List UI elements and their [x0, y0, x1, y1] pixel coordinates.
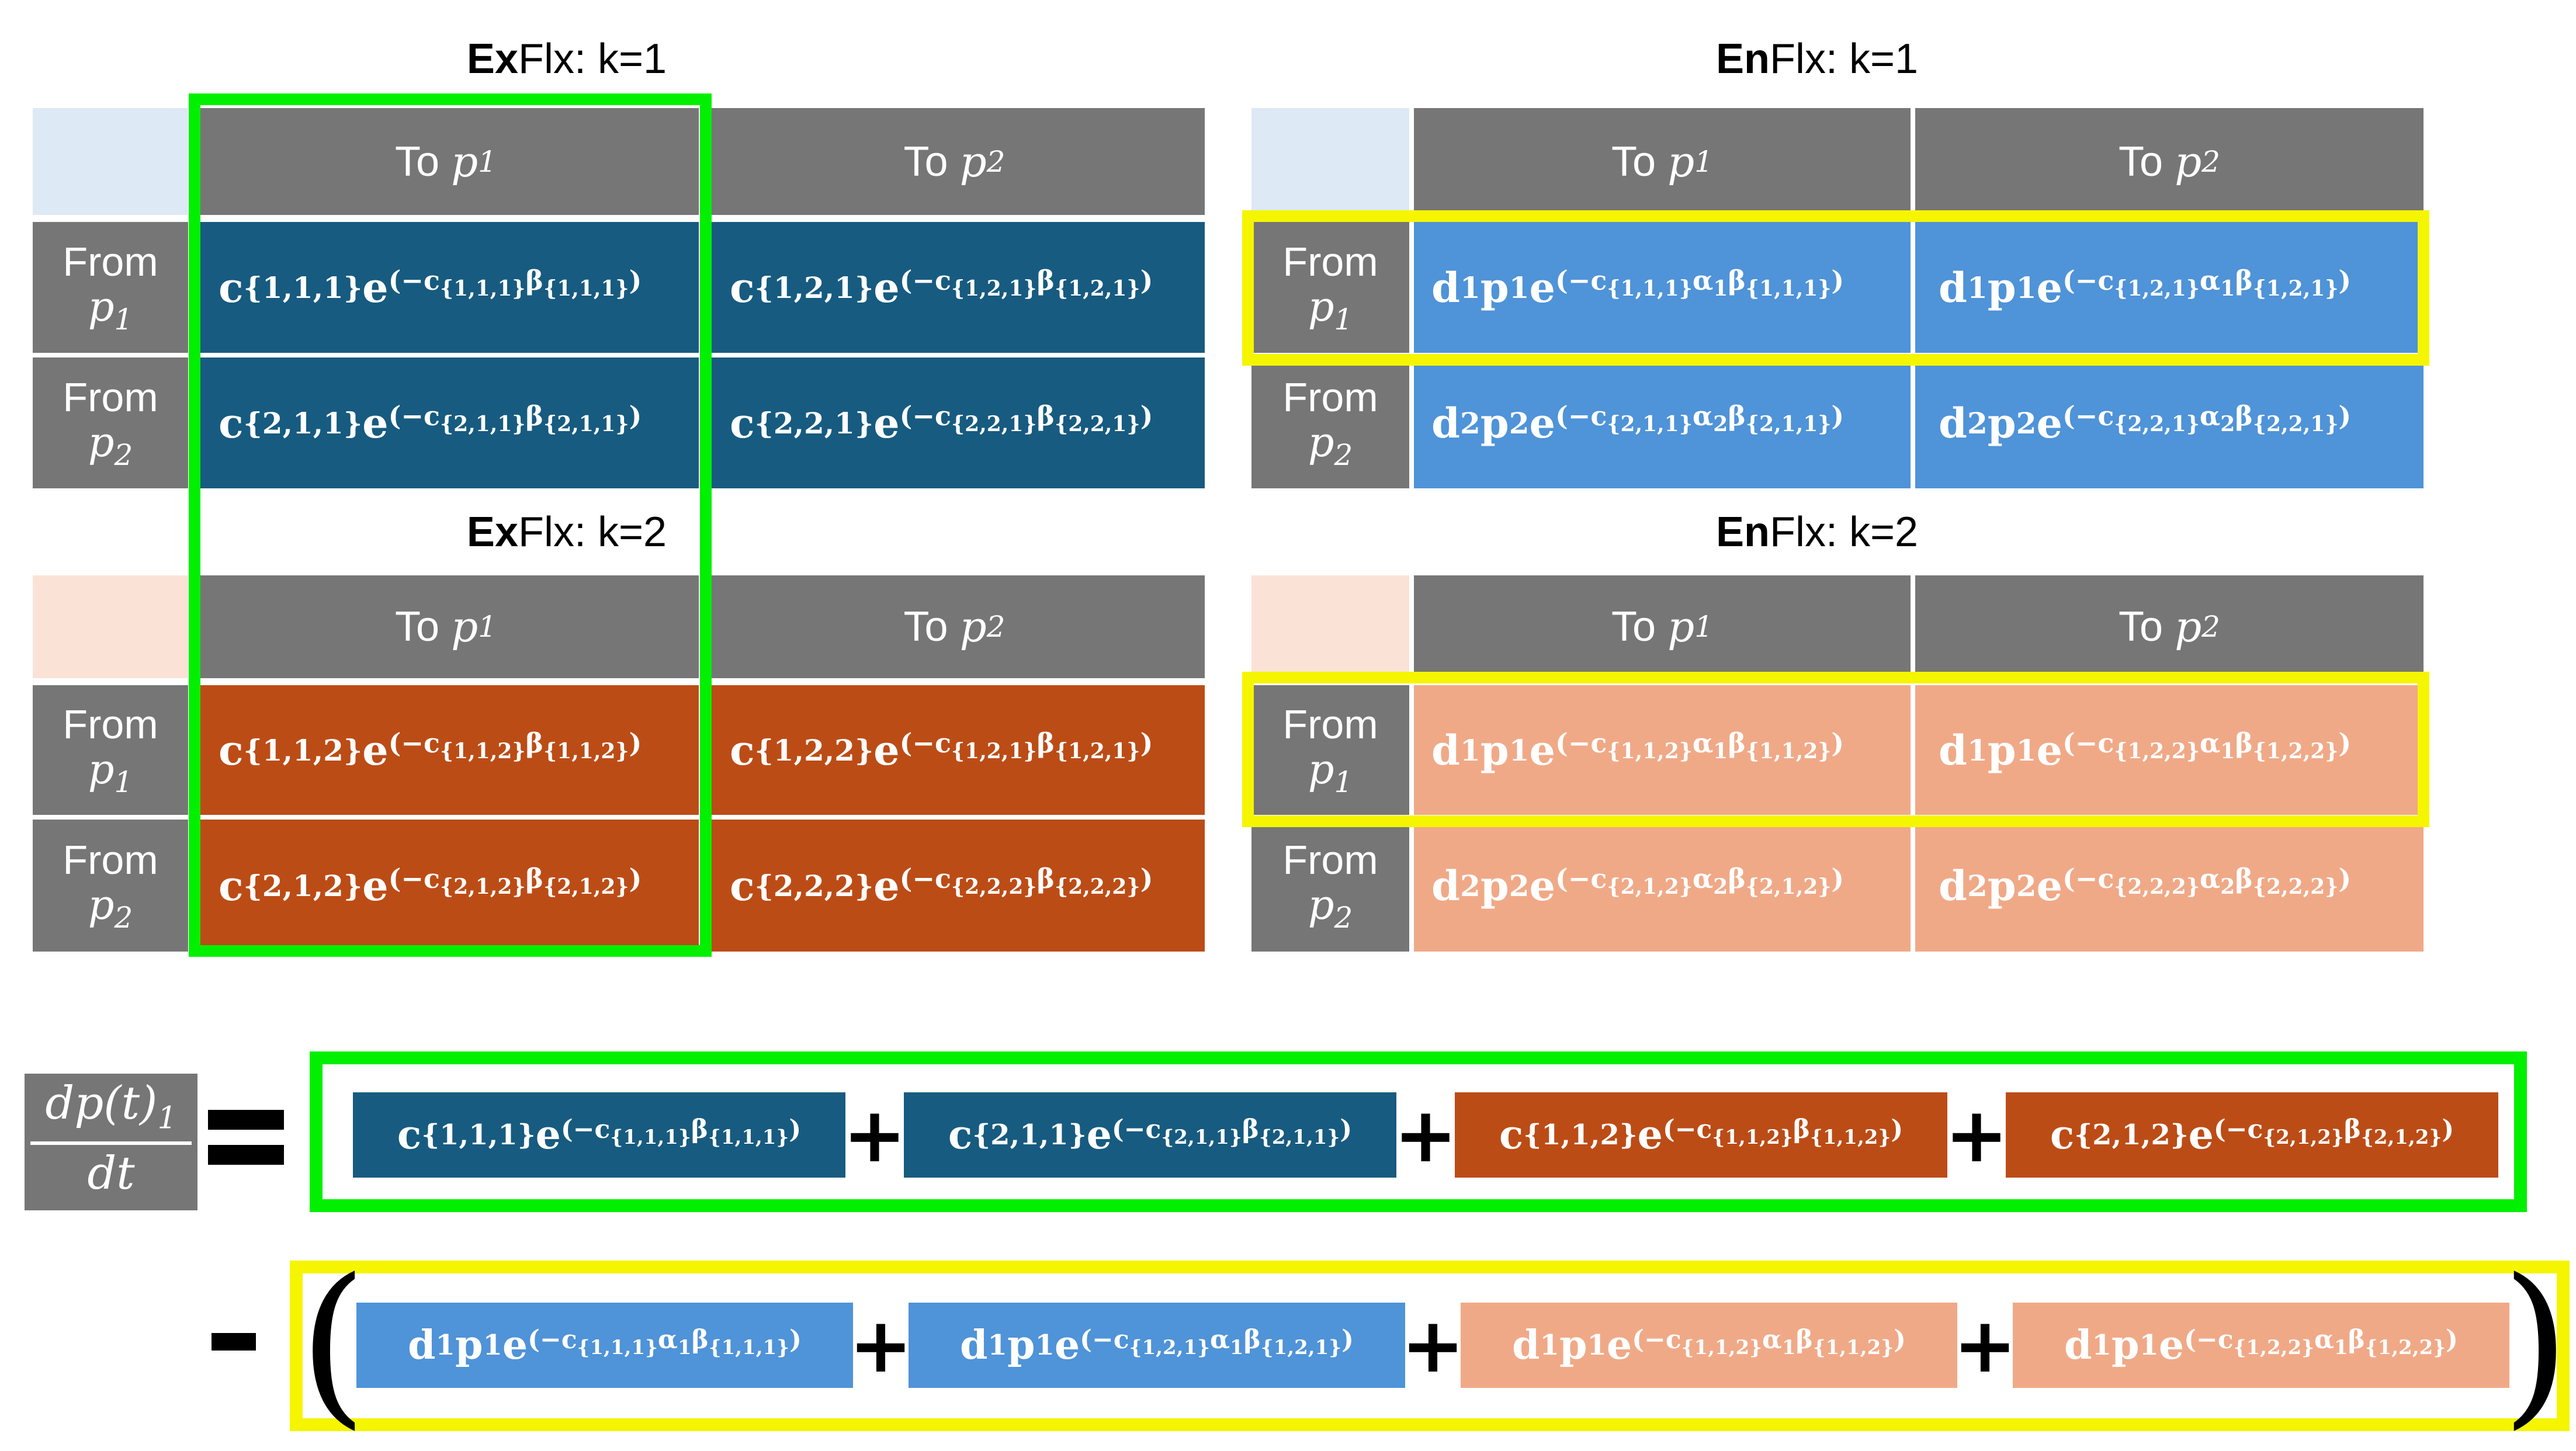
cell-exk2-p2-p1: c{2,1,2}e(−c{2,1,2}β{2,1,2}) [193, 820, 699, 952]
cell-exk2-p2-p2: c{2,2,2}e(−c{2,2,2}β{2,2,2}) [704, 820, 1205, 952]
cell-exk1-p1-p1: c{1,1,1}e(−c{1,1,1}β{1,1,1}) [193, 222, 699, 353]
plus-sign: + [1401, 1301, 1465, 1390]
sum-enflx-box [290, 1261, 2570, 1431]
sum-term-c211: c{2,1,1}e(−c{2,1,1}β{2,1,1}) [904, 1092, 1396, 1178]
sum-term-c111: c{1,1,1}e(−c{1,1,1}β{1,1,1}) [353, 1092, 845, 1178]
close-paren: ) [2501, 1241, 2570, 1445]
title-exflx-k2: ExFlx: k=2 [466, 509, 667, 556]
minus-sign [212, 1333, 256, 1351]
cell-exk2-p1-p1: c{1,1,2}e(−c{1,1,2}β{1,1,2}) [193, 685, 699, 815]
derivative-numerator: dp(t)1 [45, 1077, 177, 1136]
plus-sign: + [1944, 1091, 2009, 1179]
swatch-enk2 [1251, 575, 1409, 678]
equals-sign-bottom [208, 1145, 284, 1165]
derivative-denominator: dt [87, 1147, 135, 1200]
equals-sign-top [208, 1110, 284, 1130]
cell-exk2-p1-p2: c{1,2,2}e(−c{1,2,1}β{1,2,1}) [704, 685, 1205, 815]
derivative-fraction: dp(t)1 dt [25, 1074, 197, 1210]
cell-exk1-p2-p2: c{2,2,1}e(−c{2,2,1}β{2,2,1}) [704, 357, 1205, 488]
plus-sign: + [1953, 1301, 2017, 1390]
highlight-green-column [189, 93, 712, 957]
cell-exk1-p2-p1: c{2,1,1}e(−c{2,1,1}β{2,1,1}) [193, 357, 699, 488]
fraction-bar [30, 1141, 192, 1145]
title-enflx-k1: EnFlx: k=1 [1715, 36, 1919, 82]
swatch-enk1 [1251, 108, 1409, 215]
open-paren: ( [299, 1241, 367, 1445]
swatch-exk1 [33, 108, 188, 215]
plus-sign: + [1393, 1091, 1458, 1179]
highlight-yellow-row-k1 [1242, 210, 2429, 366]
title-exflx-k1: ExFlx: k=1 [466, 36, 667, 82]
plus-sign: + [843, 1091, 907, 1179]
highlight-yellow-row-k2 [1242, 672, 2429, 827]
sum-term-c212: c{2,1,2}e(−c{2,1,2}β{2,1,2}) [2006, 1092, 2498, 1178]
sum-term-c112: c{1,1,2}e(−c{1,1,2}β{1,1,2}) [1455, 1092, 1947, 1178]
sum-exflx-box [310, 1051, 2527, 1212]
cell-exk1-p1-p2: c{1,2,1}e(−c{1,2,1}β{1,2,1}) [704, 222, 1205, 353]
swatch-exk2 [33, 575, 188, 678]
plus-sign: + [849, 1301, 913, 1390]
title-enflx-k2: EnFlx: k=2 [1715, 509, 1919, 556]
